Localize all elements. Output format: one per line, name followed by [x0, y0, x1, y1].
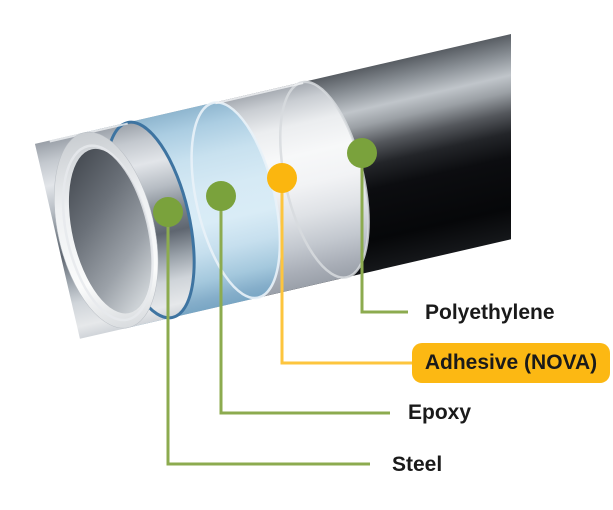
pipe-bore-inner-highlight	[61, 144, 154, 322]
polyethylene-leader-line	[360, 153, 408, 314]
epoxy-marker-dot	[206, 181, 236, 211]
adhesive-label-highlight-box: Adhesive (NOVA)	[412, 343, 610, 383]
epoxy-leader-line	[219, 196, 390, 415]
adhesive-marker-dot	[267, 163, 297, 193]
epoxy-label: Epoxy	[408, 401, 472, 424]
steel-leader-line	[166, 212, 370, 466]
epoxy-adhesive-seam	[190, 101, 282, 300]
polyethylene-marker-dot	[347, 138, 377, 168]
polyethylene-label: Polyethylene	[425, 301, 555, 324]
pipe-bore	[68, 148, 153, 314]
adhesive-top-rim-highlight	[215, 82, 304, 105]
adhesive-label: Adhesive (NOVA)	[424, 351, 598, 374]
adhesive-leader-line	[280, 178, 414, 365]
steel-marker-dot	[153, 197, 183, 227]
steel-label: Steel	[392, 453, 443, 476]
